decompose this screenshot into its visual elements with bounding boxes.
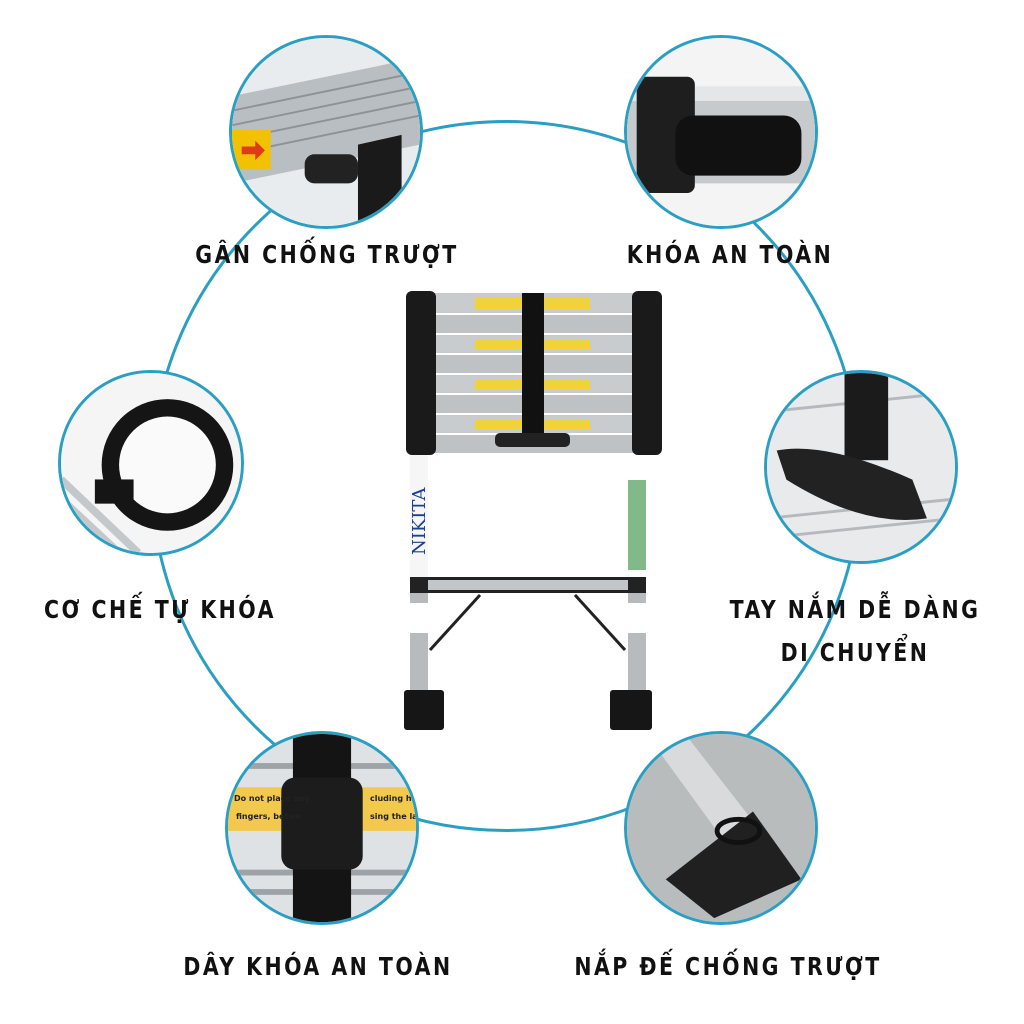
feature-image-self-lock — [58, 370, 244, 556]
sticker-text: Do not place any — [234, 794, 310, 803]
brand-logo: NIKITA — [409, 487, 430, 555]
sticker-text: fingers, betwe — [236, 812, 302, 821]
label-handle-line2: DI CHUYỂN — [780, 638, 930, 667]
feature-image-anti-slip-ribs — [229, 35, 423, 229]
label-self-lock: CƠ CHẾ TỰ KHÓA — [44, 595, 276, 624]
feature-image-safety-strap: Do not place any fingers, betwe cluding … — [225, 731, 419, 925]
label-handle-line1: TAY NẮM DỄ DÀNG — [729, 595, 981, 624]
label-safety-lock: KHÓA AN TOÀN — [626, 240, 834, 269]
feature-image-handle — [764, 370, 958, 564]
feature-image-safety-lock — [624, 35, 818, 229]
ladder-product-image: NIKITA — [400, 285, 670, 735]
feature-image-anti-slip-foot — [624, 731, 818, 925]
label-anti-slip-ribs: GÂN CHỐNG TRƯỢT — [195, 240, 459, 269]
sticker-text: cluding hands and — [370, 794, 417, 803]
sticker-text: sing the ladder. — [370, 812, 418, 821]
label-anti-slip-foot: NẮP ĐẾ CHỐNG TRƯỢT — [574, 952, 882, 981]
label-safety-strap: DÂY KHÓA AN TOÀN — [183, 952, 453, 981]
